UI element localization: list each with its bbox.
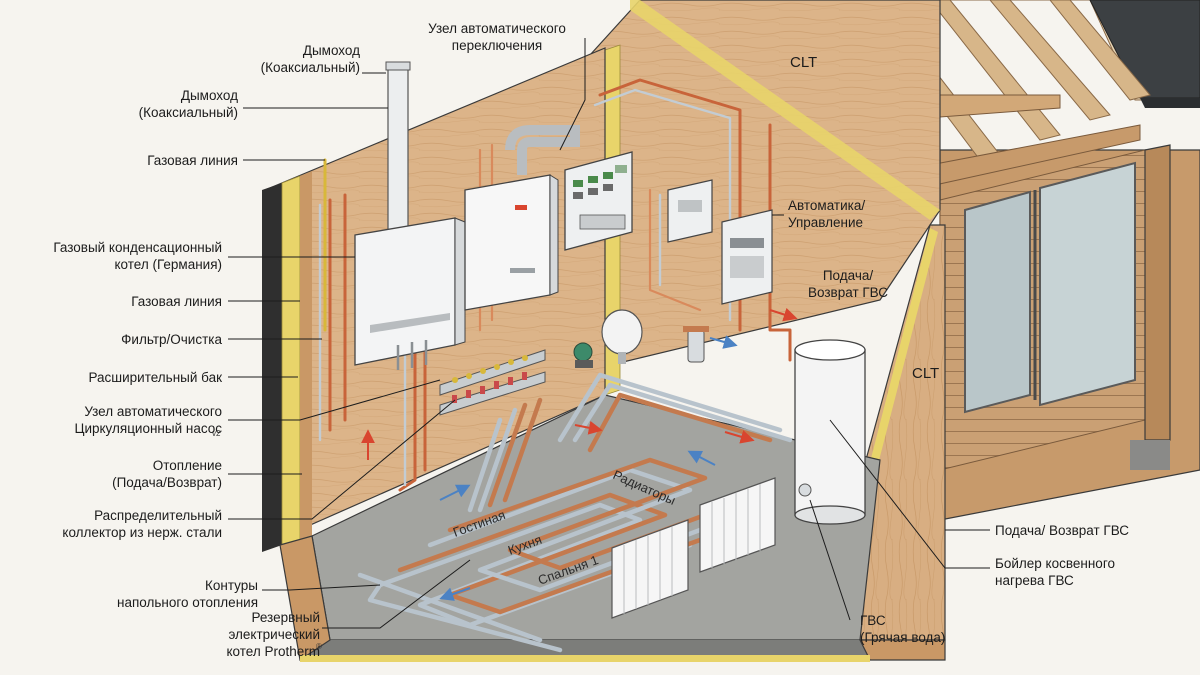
extension-section: [939, 144, 1200, 521]
gas-condensing-boiler: [354, 217, 466, 370]
expansion-tank: [601, 309, 643, 364]
automation-cabinet: [721, 209, 773, 305]
clt-back-label: CLT: [790, 54, 817, 71]
radiators: [611, 477, 776, 619]
arrow-blue-3: [687, 450, 716, 466]
filter-unit: [683, 326, 709, 363]
leader-pump: [228, 379, 441, 421]
control-panel: [564, 151, 633, 251]
label-chimney-top: Дымоход(Коаксиальный): [261, 43, 360, 75]
leader-loops: [262, 584, 381, 591]
chimney: [385, 61, 411, 236]
leader-manifold: [228, 399, 456, 520]
callout-labels: Дымоход(Коаксиальный) Дымоход(Коаксиальны…: [53, 21, 1129, 659]
label-dhw-supply-return-top: Подача/Возврат ГВС: [808, 268, 888, 300]
label-automation: Автоматика/Управление: [788, 198, 865, 230]
arrow-blue-1: [439, 484, 471, 501]
arrow-blue-4: [709, 335, 738, 349]
electric-backup-boiler: [464, 125, 580, 311]
leader-auto-switch: [559, 38, 586, 151]
leader-lines: [228, 38, 990, 629]
label-reserve-mark: ®: [316, 642, 322, 651]
label-gas-line-top: Газовая линия: [147, 153, 238, 168]
arrow-blue-2: [439, 587, 471, 601]
arrow-red-3: [769, 307, 798, 322]
stainless-manifold: [439, 349, 546, 416]
circulation-pump: [573, 342, 593, 368]
label-dhw-supply-return: Подача/ Возврат ГВС: [995, 523, 1129, 538]
label-filter: Фильтр/Очистка: [121, 332, 222, 347]
label-pump-subscript: v2: [212, 429, 221, 438]
clt-side-label: CLT: [912, 365, 939, 382]
label-hot-water: ГВС(Грячая вода): [860, 613, 945, 645]
window-left: [964, 190, 1031, 414]
floor-loops: [357, 372, 793, 653]
indirect-dhw-boiler: [794, 339, 866, 525]
arrow-red-1: [574, 420, 603, 435]
arrow-red-2: [724, 430, 755, 444]
window-right: [1039, 161, 1136, 407]
label-heating: Отопление(Подача/Возврат): [112, 458, 222, 490]
label-expansion-tank: Расширительный бак: [88, 370, 222, 385]
label-gas-line: Газовая линия: [131, 294, 222, 309]
leader-hot-water: [809, 499, 851, 621]
leader-indirect-boiler: [829, 419, 990, 569]
label-chimney: Дымоход(Коаксиальный): [139, 88, 238, 120]
flow-arrows: [361, 307, 798, 601]
electrical-box: [667, 179, 713, 243]
leader-reserve: [322, 559, 471, 629]
back-wall: [589, 0, 941, 396]
